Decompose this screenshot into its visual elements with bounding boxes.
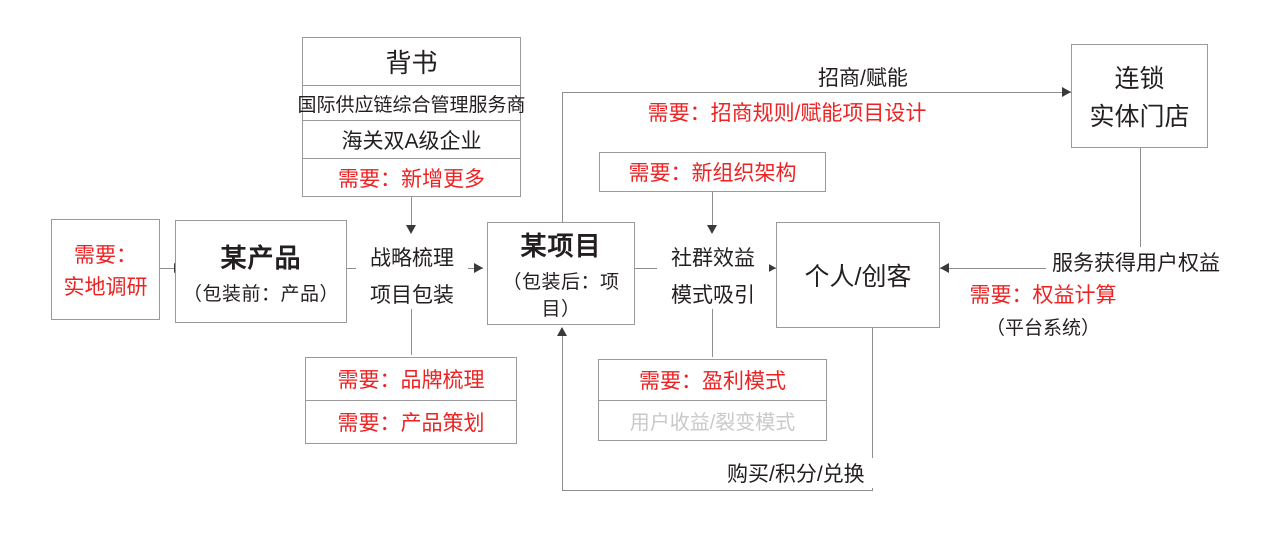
brand-stack-row-2: 需要：产品策划	[306, 401, 516, 443]
endorsement-row-1: 国际供应链综合管理服务商	[298, 86, 526, 121]
brand-stack-row-2-text: 需要：产品策划	[337, 412, 485, 435]
profit-stack-row-1: 需要：盈利模式	[599, 360, 826, 401]
profit-stack-row-2: 用户收益/裂变模式	[599, 401, 826, 440]
endorsement-row-1-text: 国际供应链综合管理服务商	[297, 94, 526, 116]
node-org-structure: 需要：新组织架构	[599, 152, 826, 192]
note-rights-calculation: 需要：权益计算 （平台系统）	[970, 279, 1117, 340]
connector-brand-up	[411, 306, 412, 355]
edge-label-individual-to-project-text: 购买/积分/兑换	[727, 463, 865, 486]
arrowhead-org-down	[707, 225, 717, 234]
project-subtitle: （包装后：项目）	[502, 272, 620, 320]
connector-project-up-to-store	[562, 92, 563, 222]
brand-stack-row-1: 需要：品牌梳理	[306, 358, 516, 401]
edge-label-project-to-chain-store: 招商/赋能	[818, 62, 908, 92]
connector-store-down	[1140, 148, 1141, 268]
arrowhead-project-to-individual	[767, 263, 776, 273]
arrowhead-product-to-project	[474, 263, 483, 273]
node-product: 某产品 （包装前：产品）	[175, 220, 347, 323]
edge-label-project-to-individual-line-2: 模式吸引	[671, 284, 755, 307]
arrowhead-loop-into-project	[557, 327, 567, 336]
arrowhead-into-individual	[940, 263, 949, 273]
individual-maker-title: 个人/创客	[804, 263, 912, 291]
edge-label-project-to-individual: 社群效益 模式吸引	[657, 242, 769, 309]
node-field-research: 需要： 实地调研	[51, 219, 160, 320]
note-rights-calculation-text: 需要：权益计算	[969, 284, 1117, 307]
edge-label-product-to-project-line-1: 战略梳理	[370, 247, 454, 270]
connector-buy-loop-bottom	[562, 490, 873, 491]
endorsement-row-3: 需要：新增更多	[303, 159, 520, 196]
brand-planning-stack: 需要：品牌梳理 需要：产品策划	[305, 357, 517, 444]
note-rights-calculation-sub: （平台系统）	[985, 318, 1100, 339]
connector-store-to-individual	[940, 268, 1140, 269]
project-title: 某项目	[520, 231, 602, 261]
connector-profit-up	[712, 306, 713, 357]
connector-org-down	[712, 187, 713, 229]
edge-label-chain-store-to-individual: 服务获得用户权益	[1046, 247, 1226, 277]
connector-loop-up-to-project	[562, 333, 563, 491]
edge-label-individual-to-project: 购买/积分/兑换	[717, 458, 875, 488]
chain-store-line-1: 连锁	[1114, 65, 1165, 93]
endorsement-stack: 背书 国际供应链综合管理服务商 海关双A级企业 需要：新增更多	[298, 37, 526, 197]
investment-rule-text: 需要：招商规则/赋能项目设计	[639, 97, 935, 127]
connector-individual-down	[872, 328, 873, 490]
field-research-line-1: 需要：	[74, 243, 137, 267]
endorsement-row-2-text: 海关双A级企业	[341, 129, 482, 153]
endorsement-header: 背书	[303, 38, 520, 86]
connector-project-to-store-horizontal	[562, 92, 1072, 93]
edge-label-chain-store-to-individual-text: 服务获得用户权益	[1052, 252, 1220, 275]
edge-label-product-to-project-line-2: 项目包装	[370, 284, 454, 307]
profit-stack-row-1-text: 需要：盈利模式	[639, 370, 786, 393]
brand-stack-row-1-text: 需要：品牌梳理	[337, 369, 485, 392]
edge-label-product-to-project: 战略梳理 项目包装	[356, 242, 468, 309]
node-investment-rule: 需要：招商规则/赋能项目设计	[552, 93, 1022, 131]
connector-endorsement-to-strategy	[411, 197, 412, 229]
connector-research-to-product	[160, 268, 182, 269]
node-individual-maker: 个人/创客	[776, 222, 940, 328]
org-structure-text: 需要：新组织架构	[628, 162, 797, 185]
edge-label-project-to-individual-line-1: 社群效益	[671, 247, 755, 270]
product-subtitle: （包装前：产品）	[182, 283, 339, 305]
profit-model-stack: 需要：盈利模式 用户收益/裂变模式	[598, 359, 827, 441]
node-chain-store: 连锁 实体门店	[1071, 44, 1208, 148]
endorsement-header-text: 背书	[385, 48, 438, 78]
chain-store-line-2: 实体门店	[1089, 103, 1190, 131]
endorsement-row-2: 海关双A级企业	[303, 121, 520, 159]
endorsement-row-3-text: 需要：新增更多	[338, 167, 485, 191]
edge-label-project-to-chain-store-text: 招商/赋能	[818, 67, 908, 90]
profit-stack-row-2-text: 用户收益/裂变模式	[629, 412, 796, 434]
field-research-line-2: 实地调研	[63, 275, 148, 299]
arrowhead-into-chain-store	[1062, 87, 1071, 97]
arrowhead-endorsement-down	[406, 225, 416, 234]
product-title: 某产品	[220, 242, 302, 273]
node-project: 某项目 （包装后：项目）	[487, 222, 635, 325]
